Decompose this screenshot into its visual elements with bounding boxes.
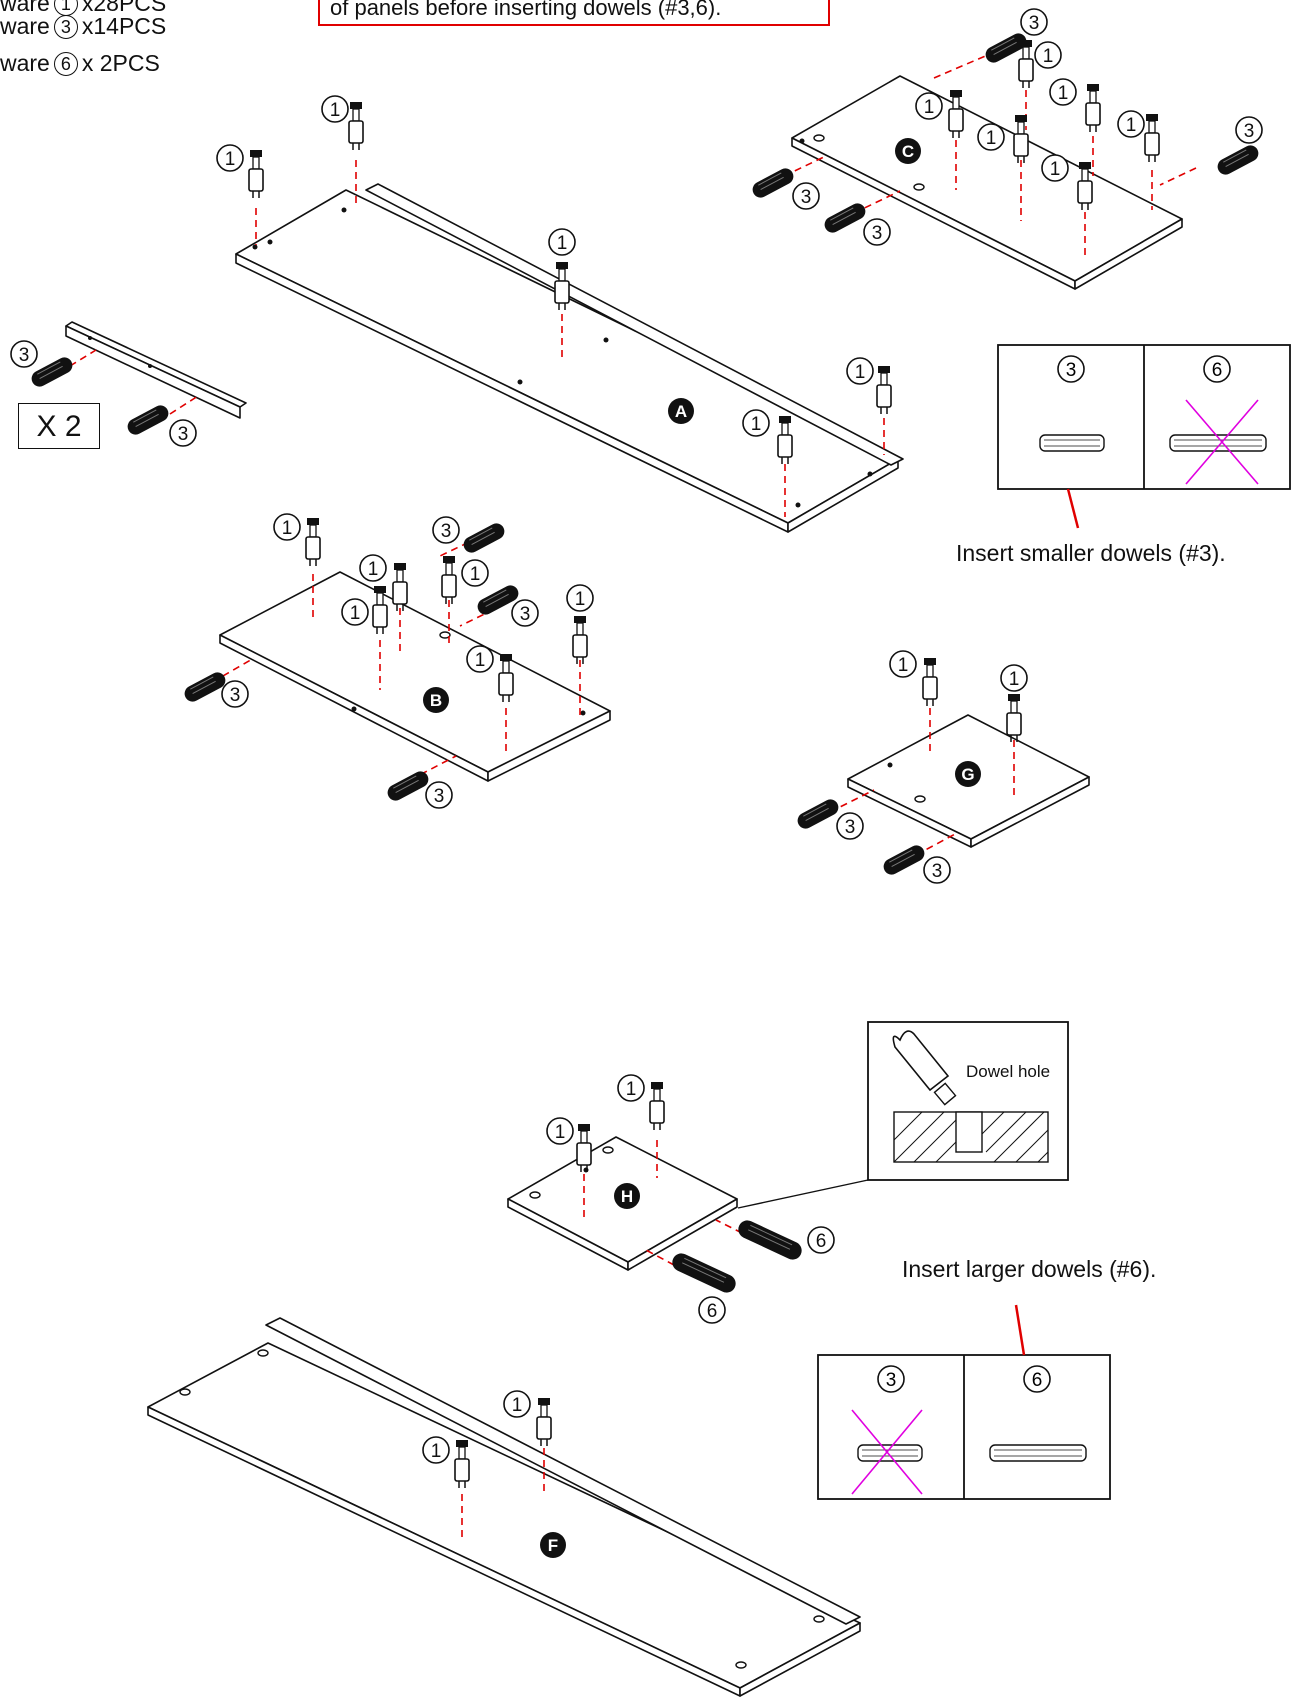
callout-1: 1 — [986, 128, 997, 149]
panel-a-label: A — [675, 402, 687, 421]
callout-1: 1 — [368, 559, 379, 580]
dowel-hole-label: Dowel hole — [966, 1062, 1051, 1081]
callout-3: 3 — [1029, 13, 1040, 34]
callout-6: 6 — [707, 1301, 718, 1322]
callout-1: 1 — [431, 1441, 442, 1462]
callout-1: 1 — [575, 589, 586, 610]
callout-1: 1 — [1058, 83, 1069, 104]
callout-3: 3 — [434, 786, 445, 807]
callout-6: 6 — [816, 1231, 827, 1252]
callout-3: 3 — [1244, 121, 1255, 142]
callout-1: 1 — [330, 100, 341, 121]
svg-text:6: 6 — [1032, 1370, 1043, 1391]
svg-text:3: 3 — [886, 1370, 897, 1391]
callout-1: 1 — [1009, 669, 1020, 690]
callout-3: 3 — [520, 604, 531, 625]
side-rail — [65, 321, 247, 408]
large-dowel-box: 3 6 — [817, 1304, 1111, 1500]
warning-note: of panels before inserting dowels (#3,6)… — [318, 0, 830, 26]
callout-1: 1 — [924, 97, 935, 118]
svg-text:3: 3 — [1066, 360, 1077, 381]
panel-c-label: C — [902, 142, 914, 161]
callout-1: 1 — [1126, 115, 1137, 136]
callout-1: 1 — [557, 233, 568, 254]
callout-1: 1 — [475, 650, 486, 671]
callout-1: 1 — [512, 1395, 523, 1416]
callout-3: 3 — [872, 223, 883, 244]
panel-g-label: G — [961, 765, 974, 784]
panel-a-groove — [365, 183, 904, 466]
panel-b-label: B — [430, 691, 442, 710]
callout-1: 1 — [1050, 159, 1061, 180]
large-dowel-caption: Insert larger dowels (#6). — [902, 1256, 1157, 1282]
callout-3: 3 — [932, 861, 943, 882]
panel-f-groove — [265, 1317, 861, 1625]
callout-3: 3 — [178, 424, 189, 445]
callout-1: 1 — [470, 564, 481, 585]
callout-1: 1 — [555, 1122, 566, 1143]
panel-f — [147, 1342, 861, 1689]
callout-1: 1 — [1043, 46, 1054, 67]
callout-1: 1 — [898, 655, 909, 676]
small-dowel-box: 3 6 — [997, 344, 1291, 529]
callout-1: 1 — [350, 603, 361, 624]
callout-3: 3 — [801, 187, 812, 208]
callout-1: 1 — [751, 414, 762, 435]
small-dowel-caption: Insert smaller dowels (#3). — [956, 540, 1226, 566]
dowel-hole-detail — [737, 1021, 1069, 1209]
panel-c — [791, 75, 1183, 282]
callout-1: 1 — [626, 1079, 637, 1100]
callout-1: 1 — [282, 518, 293, 539]
callout-3: 3 — [19, 345, 30, 366]
panel-f-label: F — [548, 1536, 558, 1555]
callout-3: 3 — [230, 685, 241, 706]
callout-3: 3 — [441, 521, 452, 542]
rail-multiplier: X 2 — [18, 403, 100, 449]
svg-text:6: 6 — [1212, 360, 1223, 381]
callout-1: 1 — [855, 362, 866, 383]
callout-1: 1 — [225, 149, 236, 170]
callout-3: 3 — [845, 817, 856, 838]
panel-h-label: H — [621, 1187, 633, 1206]
